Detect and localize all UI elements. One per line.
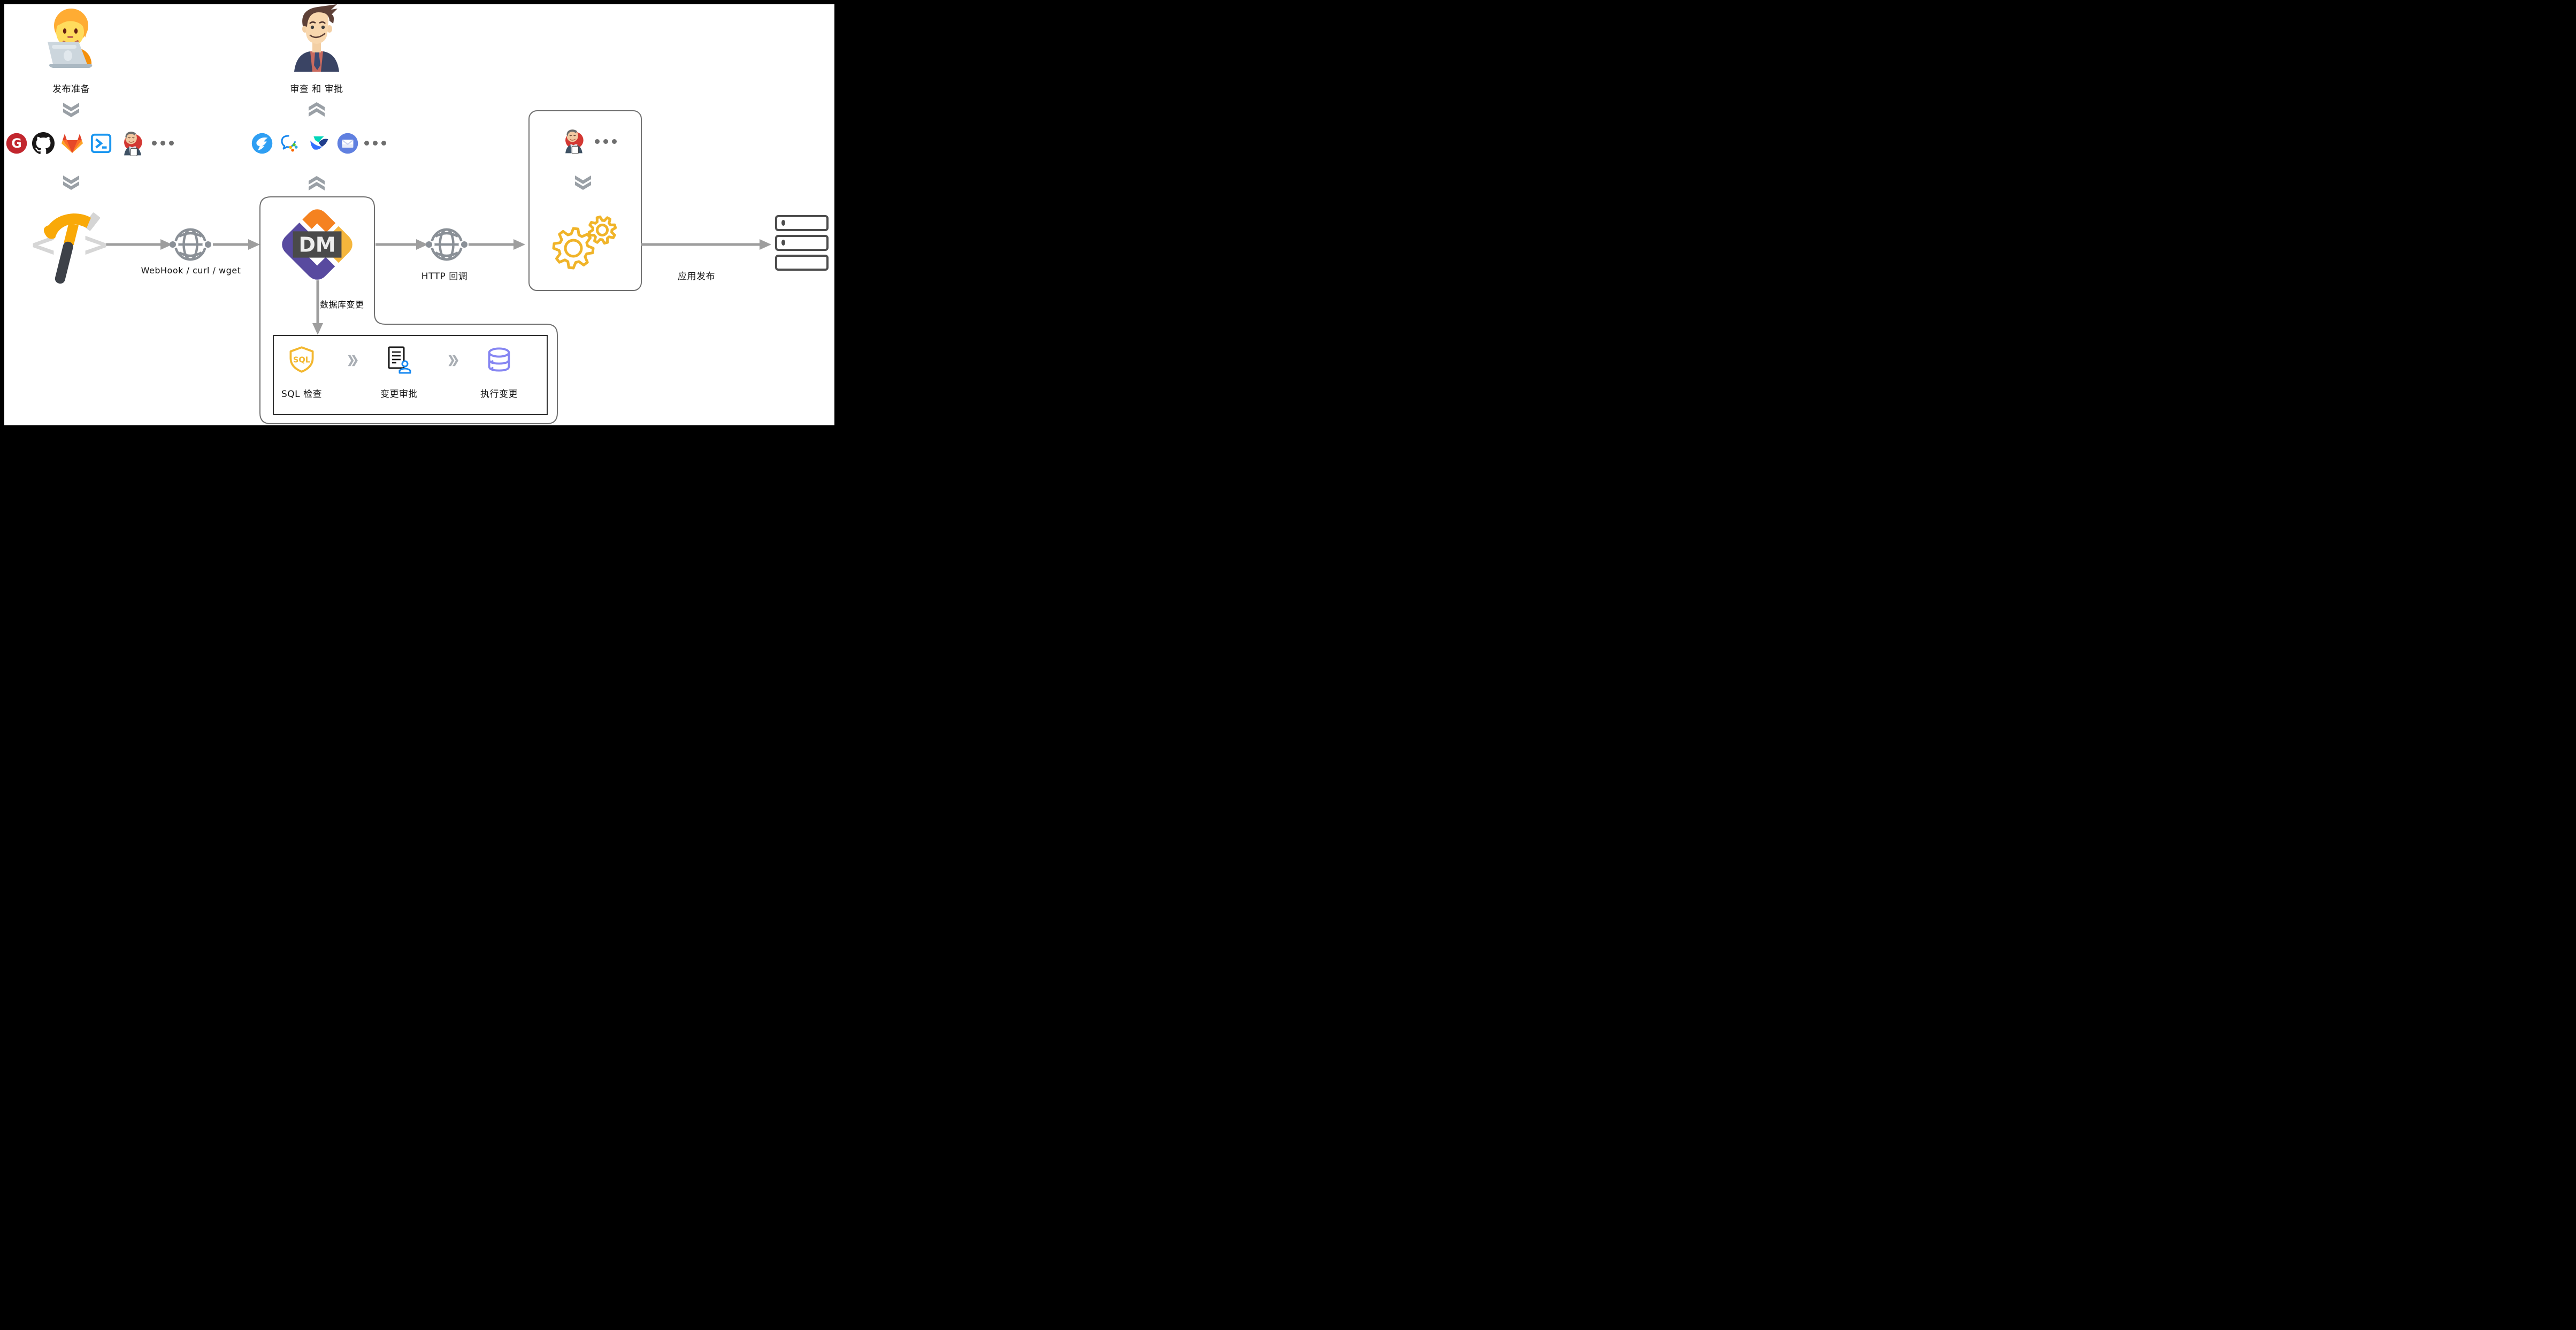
app-release-label: 应用发布	[678, 271, 715, 282]
document-stamp-icon	[388, 346, 411, 374]
http-callback-label: HTTP 回调	[421, 271, 468, 282]
terminal-icon	[90, 133, 112, 154]
build-hammer-icon: < >	[29, 209, 110, 289]
chevron-down-icon	[575, 175, 591, 190]
chevron-up-icon	[309, 102, 325, 117]
chevron-down-icon	[63, 175, 79, 190]
webhook-globe-icon	[170, 228, 211, 261]
chevron-right-icon	[448, 355, 458, 366]
more-icon	[152, 141, 174, 146]
change-approval-label: 变更审批	[380, 389, 418, 400]
server-icon	[775, 215, 829, 231]
execute-change-label: 执行变更	[480, 389, 518, 400]
webhook-label: WebHook / curl / wget	[141, 265, 241, 276]
gitlab-icon	[62, 134, 83, 153]
http-callback-globe-icon	[426, 228, 467, 261]
hammer-icon	[43, 212, 100, 284]
mail-icon	[337, 133, 358, 154]
wecom-icon	[281, 135, 298, 152]
chevron-right-icon	[348, 355, 358, 366]
diagram-frame: 发布准备 G < >	[0, 0, 839, 433]
server-icon	[775, 235, 829, 251]
businessman-avatar	[294, 4, 339, 72]
more-icon	[595, 139, 617, 144]
technologist-emoji-icon	[48, 9, 93, 68]
db-change-label: 数据库变更	[320, 300, 364, 310]
angle-right-icon: >	[82, 225, 110, 264]
chevron-up-icon	[309, 176, 325, 190]
dm-logo: DM	[282, 209, 352, 280]
dm-logo-text: DM	[298, 233, 335, 256]
sql-shield-icon: SQL	[289, 346, 314, 373]
prepare-label: 发布准备	[52, 84, 90, 95]
database-icon	[488, 347, 510, 372]
more-icon	[364, 141, 386, 146]
review-label: 审查 和 审批	[290, 84, 343, 95]
dingtalk-icon	[251, 133, 273, 154]
chevron-down-icon	[63, 103, 79, 117]
github-icon	[32, 132, 55, 154]
jenkins-icon	[124, 132, 142, 156]
svg-text:G: G	[11, 136, 21, 151]
feishu-icon	[310, 136, 328, 150]
jenkins-icon	[565, 129, 584, 154]
sql-check-label: SQL 检查	[281, 389, 323, 400]
server-icon	[775, 255, 829, 271]
svg-text:SQL: SQL	[293, 355, 310, 364]
gerrit-icon: G	[6, 133, 27, 154]
gears-icon	[552, 215, 617, 270]
